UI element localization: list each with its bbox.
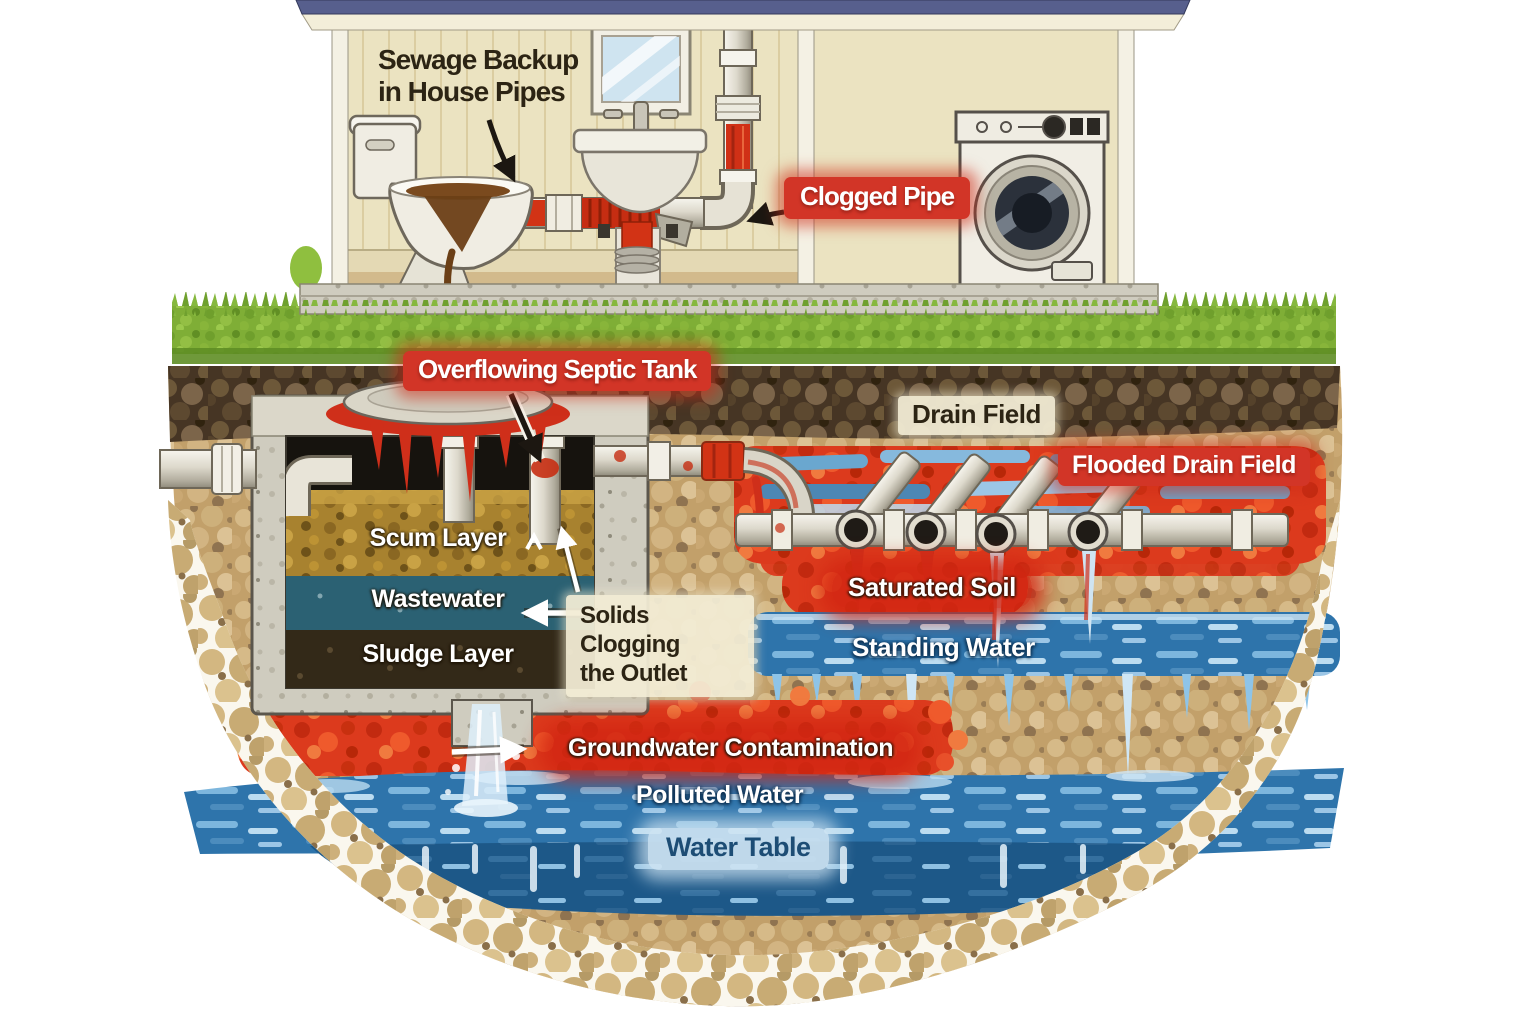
label-line: in House Pipes bbox=[378, 75, 566, 107]
label-groundwater-contamination: Groundwater Contamination bbox=[552, 732, 909, 768]
label-sludge-layer: Sludge Layer bbox=[362, 640, 515, 668]
house-cutaway bbox=[172, 0, 1336, 316]
label-scum-layer: Scum Layer bbox=[369, 524, 507, 552]
wall-post bbox=[331, 29, 349, 287]
water-table-zone bbox=[310, 841, 1168, 916]
groundwater-arrow bbox=[451, 736, 528, 764]
label-flooded-drain-field: Flooded Drain Field bbox=[1058, 448, 1310, 486]
window bbox=[590, 24, 692, 116]
label-water-table: Water Table bbox=[648, 828, 829, 870]
label-saturated-soil: Saturated Soil bbox=[832, 570, 1032, 608]
septic-tank bbox=[159, 378, 815, 817]
wall-post bbox=[797, 29, 815, 287]
inlet-pipe bbox=[159, 443, 257, 495]
solids-outlet-line bbox=[555, 525, 581, 593]
label-polluted-water: Polluted Water bbox=[636, 781, 804, 809]
label-clogged-pipe: Clogged Pipe bbox=[784, 177, 971, 219]
tank-leak bbox=[445, 699, 533, 817]
label-drain-field: Drain Field bbox=[898, 396, 1055, 435]
standing-water-zone bbox=[748, 612, 1340, 778]
label-solids-clogging-outlet: Solids Clogging the Outlet bbox=[566, 595, 754, 698]
pipe-clog-section bbox=[726, 124, 750, 172]
label-wastewater: Wastewater bbox=[371, 585, 505, 613]
clogged-pipe-arrow bbox=[746, 201, 785, 226]
tank-lid-overflow bbox=[326, 378, 570, 502]
label-line: Solids Clogging bbox=[580, 602, 680, 658]
bush bbox=[290, 246, 322, 290]
roof-fascia bbox=[301, 13, 1185, 31]
vent-stack-pipe bbox=[715, 13, 761, 209]
sewage-overflow bbox=[406, 183, 510, 199]
house-drain-pipe bbox=[499, 182, 755, 248]
label-overflowing-septic-tank: Overflowing Septic Tank bbox=[403, 351, 712, 391]
outlet-clog-fitting bbox=[701, 441, 745, 481]
label-sewage-backup: Sewage Backup in House Pipes bbox=[378, 44, 579, 108]
sewage-backup-arrow bbox=[486, 119, 516, 183]
label-line: Sewage Backup bbox=[378, 44, 579, 75]
sludge-layer bbox=[286, 630, 594, 688]
washer-dial bbox=[1042, 115, 1066, 139]
sink bbox=[572, 101, 708, 287]
washing-machine bbox=[954, 110, 1110, 290]
label-line: the Outlet bbox=[580, 659, 688, 687]
wall-post bbox=[1117, 29, 1135, 287]
roof bbox=[295, 0, 1191, 15]
label-standing-water: Standing Water bbox=[852, 632, 1035, 662]
overflowing-tank-arrow bbox=[508, 392, 543, 464]
outlet-pipe bbox=[593, 441, 815, 544]
